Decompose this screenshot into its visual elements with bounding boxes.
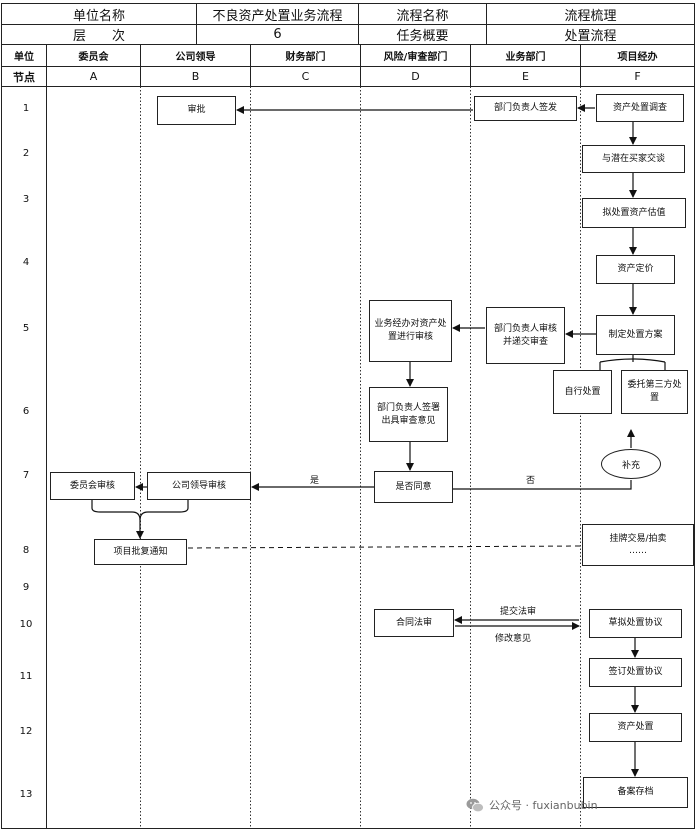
row-number: 12 <box>19 725 33 737</box>
summary-value: 处置流程 <box>564 29 617 44</box>
lane-code-a: A <box>89 70 98 83</box>
unit-column-header: 单位 <box>14 52 34 63</box>
node-plan[interactable]: 制定处置方案 <box>596 315 675 355</box>
row-number: 11 <box>19 670 33 682</box>
node-valuation[interactable]: 拟处置资产估值 <box>582 198 686 228</box>
process-name-value: 流程梳理 <box>564 8 617 24</box>
row-number: 3 <box>22 193 30 205</box>
row-number: 8 <box>22 544 30 556</box>
node-asset-survey[interactable]: 资产处置调查 <box>596 94 684 122</box>
node-notice[interactable]: 项目批复通知 <box>94 539 187 565</box>
process-name-label: 流程名称 <box>396 8 449 24</box>
edge-label-revise: 修改意见 <box>495 634 532 644</box>
node-pricing[interactable]: 资产定价 <box>596 255 675 284</box>
node-asset-disposal[interactable]: 资产处置 <box>589 713 682 742</box>
lane-code-d: D <box>411 70 420 83</box>
node-third-party[interactable]: 委托第三方处置 <box>621 370 688 414</box>
row-number: 7 <box>22 469 30 481</box>
watermark-text: 公众号 · fuxianbubin <box>489 799 598 812</box>
node-legal-review[interactable]: 合同法审 <box>374 609 454 637</box>
process-title: 不良资产处置业务流程 <box>212 8 343 24</box>
row-number: 10 <box>19 618 33 630</box>
node-committee-review[interactable]: 委员会审核 <box>50 472 135 500</box>
lane-code-b: B <box>191 70 200 83</box>
lane-code-e: E <box>522 70 529 83</box>
edge-label-submit-legal: 提交法审 <box>500 607 537 617</box>
lane-header-leadership: 公司领导 <box>175 52 216 63</box>
node-listing[interactable]: 挂牌交易/拍卖 …… <box>582 524 694 566</box>
node-dept-review[interactable]: 部门负责人审核并递交审查 <box>486 307 565 364</box>
summary-label: 任务概要 <box>396 29 449 44</box>
lane-header-committee: 委员会 <box>78 52 109 63</box>
wechat-icon <box>466 798 484 812</box>
lane-header-project: 项目经办 <box>617 52 658 63</box>
row-number: 2 <box>22 147 30 159</box>
node-dept-head-sign[interactable]: 部门负责人签发 <box>474 96 577 121</box>
node-approve[interactable]: 审批 <box>157 96 236 125</box>
node-sign-agreement[interactable]: 签订处置协议 <box>589 658 682 687</box>
node-listing-label: 挂牌交易/拍卖 <box>609 534 667 544</box>
node-leader-review[interactable]: 公司领导审核 <box>147 472 251 500</box>
row-number: 5 <box>22 322 30 334</box>
node-draft-agreement[interactable]: 草拟处置协议 <box>589 609 682 638</box>
row-number: 13 <box>19 788 33 800</box>
node-risk-head[interactable]: 部门负责人签署出具审查意见 <box>369 387 448 442</box>
row-number: 6 <box>22 405 30 417</box>
node-archive[interactable]: 备案存档 <box>583 777 688 808</box>
row-number: 1 <box>22 102 30 114</box>
lane-code-f: F <box>634 70 641 83</box>
level-value: 6 <box>273 27 282 42</box>
lane-code-c: C <box>301 70 310 83</box>
watermark: 公众号 · fuxianbubin <box>466 797 598 813</box>
lane-header-business: 业务部门 <box>505 52 546 63</box>
edge-label-no: 否 <box>526 476 536 486</box>
node-self-dispose[interactable]: 自行处置 <box>553 370 612 414</box>
node-column-header: 节点 <box>13 70 35 84</box>
node-risk-review[interactable]: 业务经办对资产处置进行审核 <box>369 300 452 362</box>
node-agree-decision[interactable]: 是否同意 <box>374 471 453 503</box>
node-supplement[interactable]: 补充 <box>601 449 661 479</box>
lane-header-finance: 财务部门 <box>285 52 326 63</box>
node-listing-more: …… <box>629 546 647 556</box>
edge-label-yes: 是 <box>310 476 320 486</box>
unit-name-label: 单位名称 <box>72 8 125 24</box>
node-negotiate[interactable]: 与潜在买家交谈 <box>582 145 685 173</box>
lane-header-risk: 风险/审查部门 <box>383 52 448 63</box>
level-label: 层 次 <box>72 29 125 44</box>
row-number: 4 <box>22 256 30 268</box>
row-number: 9 <box>22 581 30 593</box>
